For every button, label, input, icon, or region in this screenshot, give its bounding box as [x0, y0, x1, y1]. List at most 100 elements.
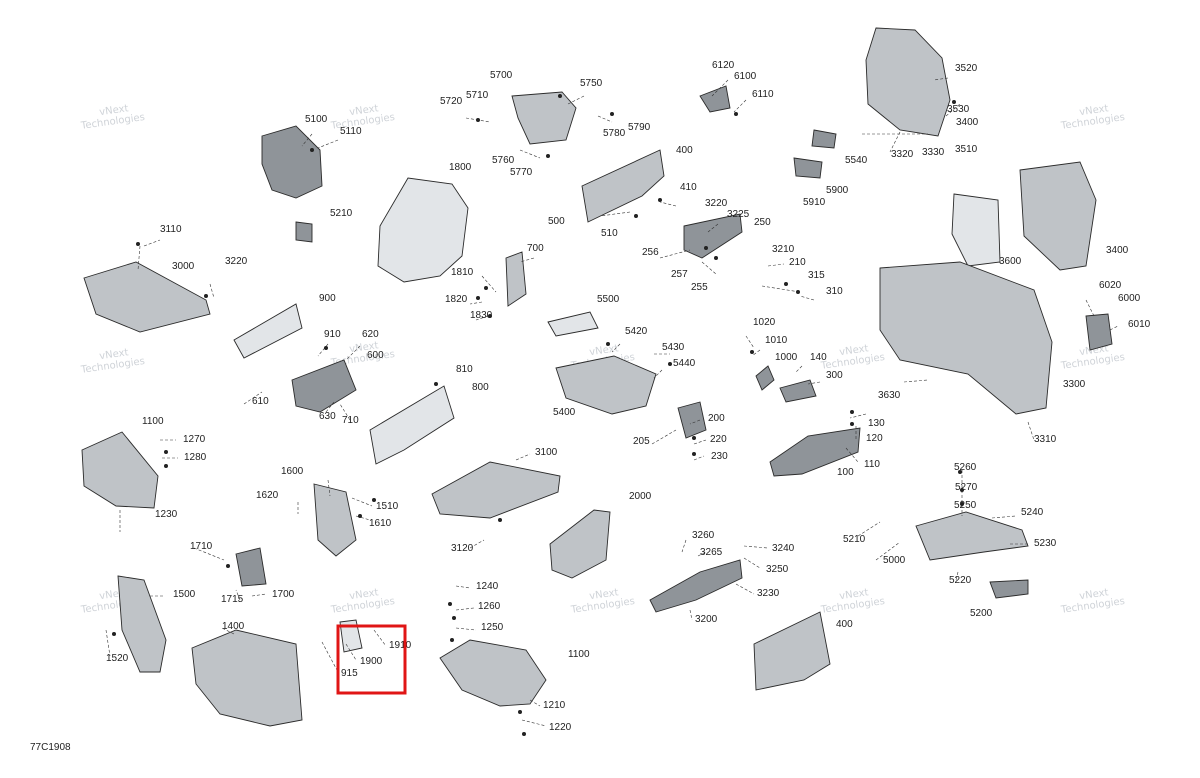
leader-line — [455, 607, 475, 611]
part-console-5700 — [511, 91, 577, 145]
leader-line — [653, 369, 663, 379]
part-clip-5540 — [811, 129, 837, 149]
part-panel-800 — [369, 385, 455, 465]
fastener-dot — [358, 514, 362, 518]
part-label-1230: 1230 — [155, 509, 178, 520]
part-bracket-200 — [677, 401, 707, 439]
part-label-3220: 3220 — [225, 256, 248, 267]
fastener-dot — [704, 246, 708, 250]
part-label-6120: 6120 — [712, 60, 735, 71]
part-label-1800: 1800 — [449, 162, 472, 173]
part-label-5910: 5910 — [803, 197, 826, 208]
part-label-3120: 3120 — [451, 543, 474, 554]
leader-line — [469, 539, 485, 549]
leader-lines — [105, 77, 1119, 736]
part-bracket-6000 — [1085, 313, 1113, 351]
watermark-text: vNext — [839, 343, 870, 358]
leader-line — [795, 365, 803, 373]
part-label-6100: 6100 — [734, 71, 757, 82]
part-label-1100: 1100 — [142, 416, 164, 427]
part-label-315: 315 — [808, 270, 825, 281]
part-tray-5000 — [915, 511, 1029, 561]
part-panel-1400 — [191, 629, 303, 727]
part-label-910: 910 — [324, 329, 341, 340]
part-label-1610: 1610 — [369, 518, 392, 529]
part-label-5710: 5710 — [466, 90, 489, 101]
fastener-dot — [450, 638, 454, 642]
leader-line — [1027, 421, 1035, 441]
part-label-3310: 3310 — [1034, 434, 1057, 445]
part-label-257: 257 — [671, 269, 688, 280]
watermark-text: vNext — [99, 103, 130, 118]
part-label-3400: 3400 — [956, 117, 979, 128]
part-label-3260: 3260 — [692, 530, 715, 541]
part-label-6000: 6000 — [1118, 293, 1141, 304]
fastener-dot — [692, 436, 696, 440]
fastener-dot — [658, 198, 662, 202]
part-label-5270: 5270 — [955, 482, 978, 493]
part-label-3220: 3220 — [705, 198, 728, 209]
leader-line — [889, 131, 901, 153]
part-panel-900 — [233, 303, 303, 359]
part-label-5110: 5110 — [340, 126, 362, 137]
part-label-1910: 1910 — [389, 640, 412, 651]
leader-line — [143, 239, 161, 247]
leader-line — [857, 521, 881, 537]
part-label-5260: 5260 — [954, 462, 977, 473]
leader-line — [767, 263, 785, 267]
fastener-dot — [960, 502, 964, 506]
part-label-3200: 3200 — [695, 614, 718, 625]
part-seat-1800 — [377, 177, 469, 283]
part-panel-1100-bottom — [439, 639, 547, 707]
part-label-3100: 3100 — [535, 447, 558, 458]
part-label-230: 230 — [711, 451, 728, 462]
fastener-dot — [164, 450, 168, 454]
part-label-3320: 3320 — [891, 149, 914, 160]
fastener-dot — [634, 214, 638, 218]
diagram-code: 77C1908 — [30, 742, 71, 753]
part-label-310: 310 — [826, 286, 843, 297]
leader-line — [707, 223, 719, 233]
fastener-dot — [850, 410, 854, 414]
part-console-5400 — [555, 355, 657, 415]
part-label-3210: 3210 — [772, 244, 795, 255]
leader-line — [799, 295, 815, 301]
leader-line — [221, 627, 235, 635]
leader-line — [659, 201, 677, 207]
part-label-1710: 1710 — [190, 541, 213, 552]
leader-line — [567, 95, 585, 105]
leader-line — [351, 497, 373, 507]
part-label-5000: 5000 — [883, 555, 906, 566]
part-label-5250: 5250 — [954, 500, 977, 511]
part-label-6010: 6010 — [1128, 319, 1151, 330]
leader-line — [697, 551, 707, 557]
leader-line — [373, 629, 387, 647]
leader-line — [875, 541, 901, 561]
part-label-5430: 5430 — [662, 342, 685, 353]
part-label-5440: 5440 — [673, 358, 696, 369]
leader-line — [693, 455, 705, 461]
part-clip-5900 — [793, 157, 823, 179]
part-label-1270: 1270 — [183, 434, 206, 445]
leader-line — [137, 245, 141, 271]
leader-line — [481, 275, 497, 293]
fastener-dot — [448, 602, 452, 606]
leader-line — [845, 447, 859, 463]
part-label-3250: 3250 — [766, 564, 789, 575]
part-rail-3220 — [683, 213, 743, 259]
part-label-250: 250 — [754, 217, 771, 228]
part-label-6020: 6020 — [1099, 280, 1122, 291]
part-label-1600: 1600 — [281, 466, 304, 477]
highlight-box — [336, 624, 407, 695]
part-label-1900: 1900 — [360, 656, 383, 667]
leader-line — [611, 343, 621, 353]
part-label-3000: 3000 — [172, 261, 195, 272]
fastener-dot — [476, 118, 480, 122]
part-label-510: 510 — [601, 228, 618, 239]
leader-line — [651, 429, 677, 445]
fastener-dot — [324, 346, 328, 350]
